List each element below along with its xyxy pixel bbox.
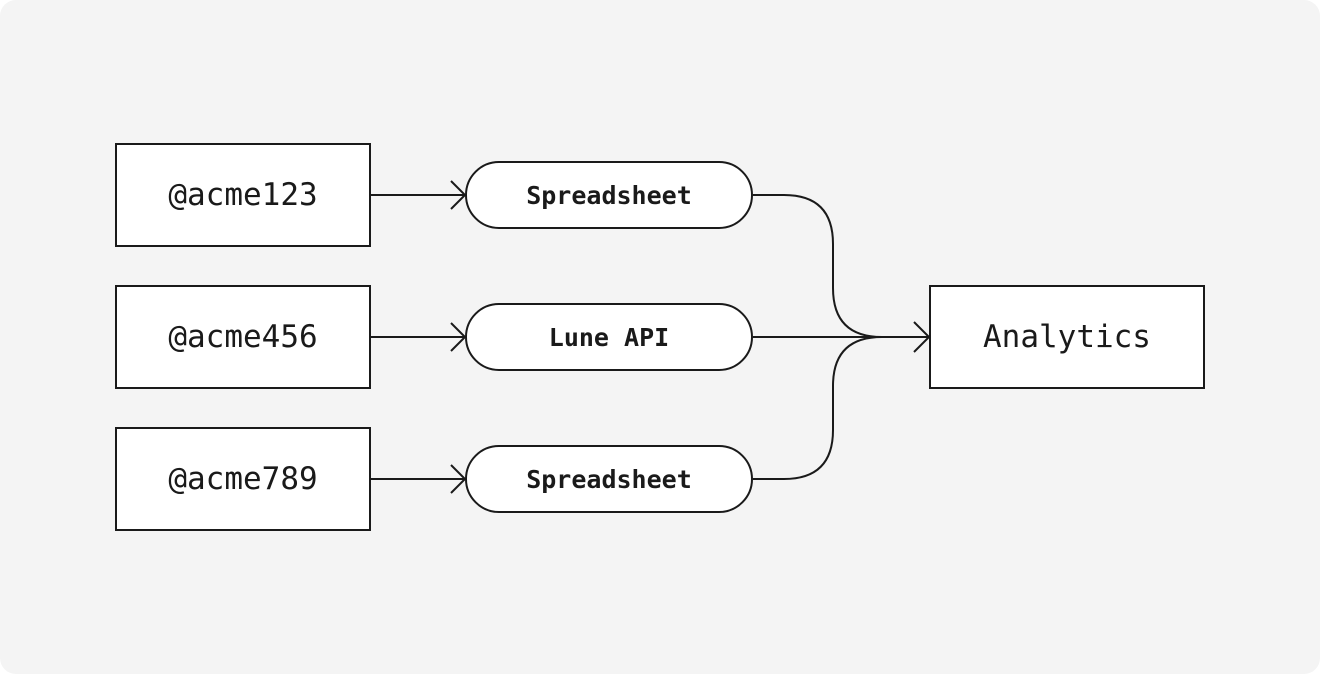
connector-node-lune-api: Lune API: [465, 303, 753, 371]
source-node-acme456: @acme456: [115, 285, 371, 389]
source-label: @acme123: [168, 177, 318, 213]
destination-node-analytics: Analytics: [929, 285, 1205, 389]
destination-label: Analytics: [983, 319, 1151, 355]
source-node-acme789: @acme789: [115, 427, 371, 531]
source-label: @acme456: [168, 319, 318, 355]
connector-node-spreadsheet-2: Spreadsheet: [465, 445, 753, 513]
connector-node-spreadsheet-1: Spreadsheet: [465, 161, 753, 229]
arrow-source-2-to-connector-2: [371, 322, 467, 352]
arrow-source-3-to-connector-3: [371, 464, 467, 494]
flow-connector-1-to-destination: [753, 194, 883, 338]
connector-label: Spreadsheet: [526, 464, 692, 494]
connector-label: Lune API: [548, 322, 670, 352]
arrow-source-1-to-connector-1: [371, 180, 467, 210]
source-label: @acme789: [168, 461, 318, 497]
source-node-acme123: @acme123: [115, 143, 371, 247]
flow-connector-3-to-destination: [753, 336, 883, 480]
connector-label: Spreadsheet: [526, 180, 692, 210]
